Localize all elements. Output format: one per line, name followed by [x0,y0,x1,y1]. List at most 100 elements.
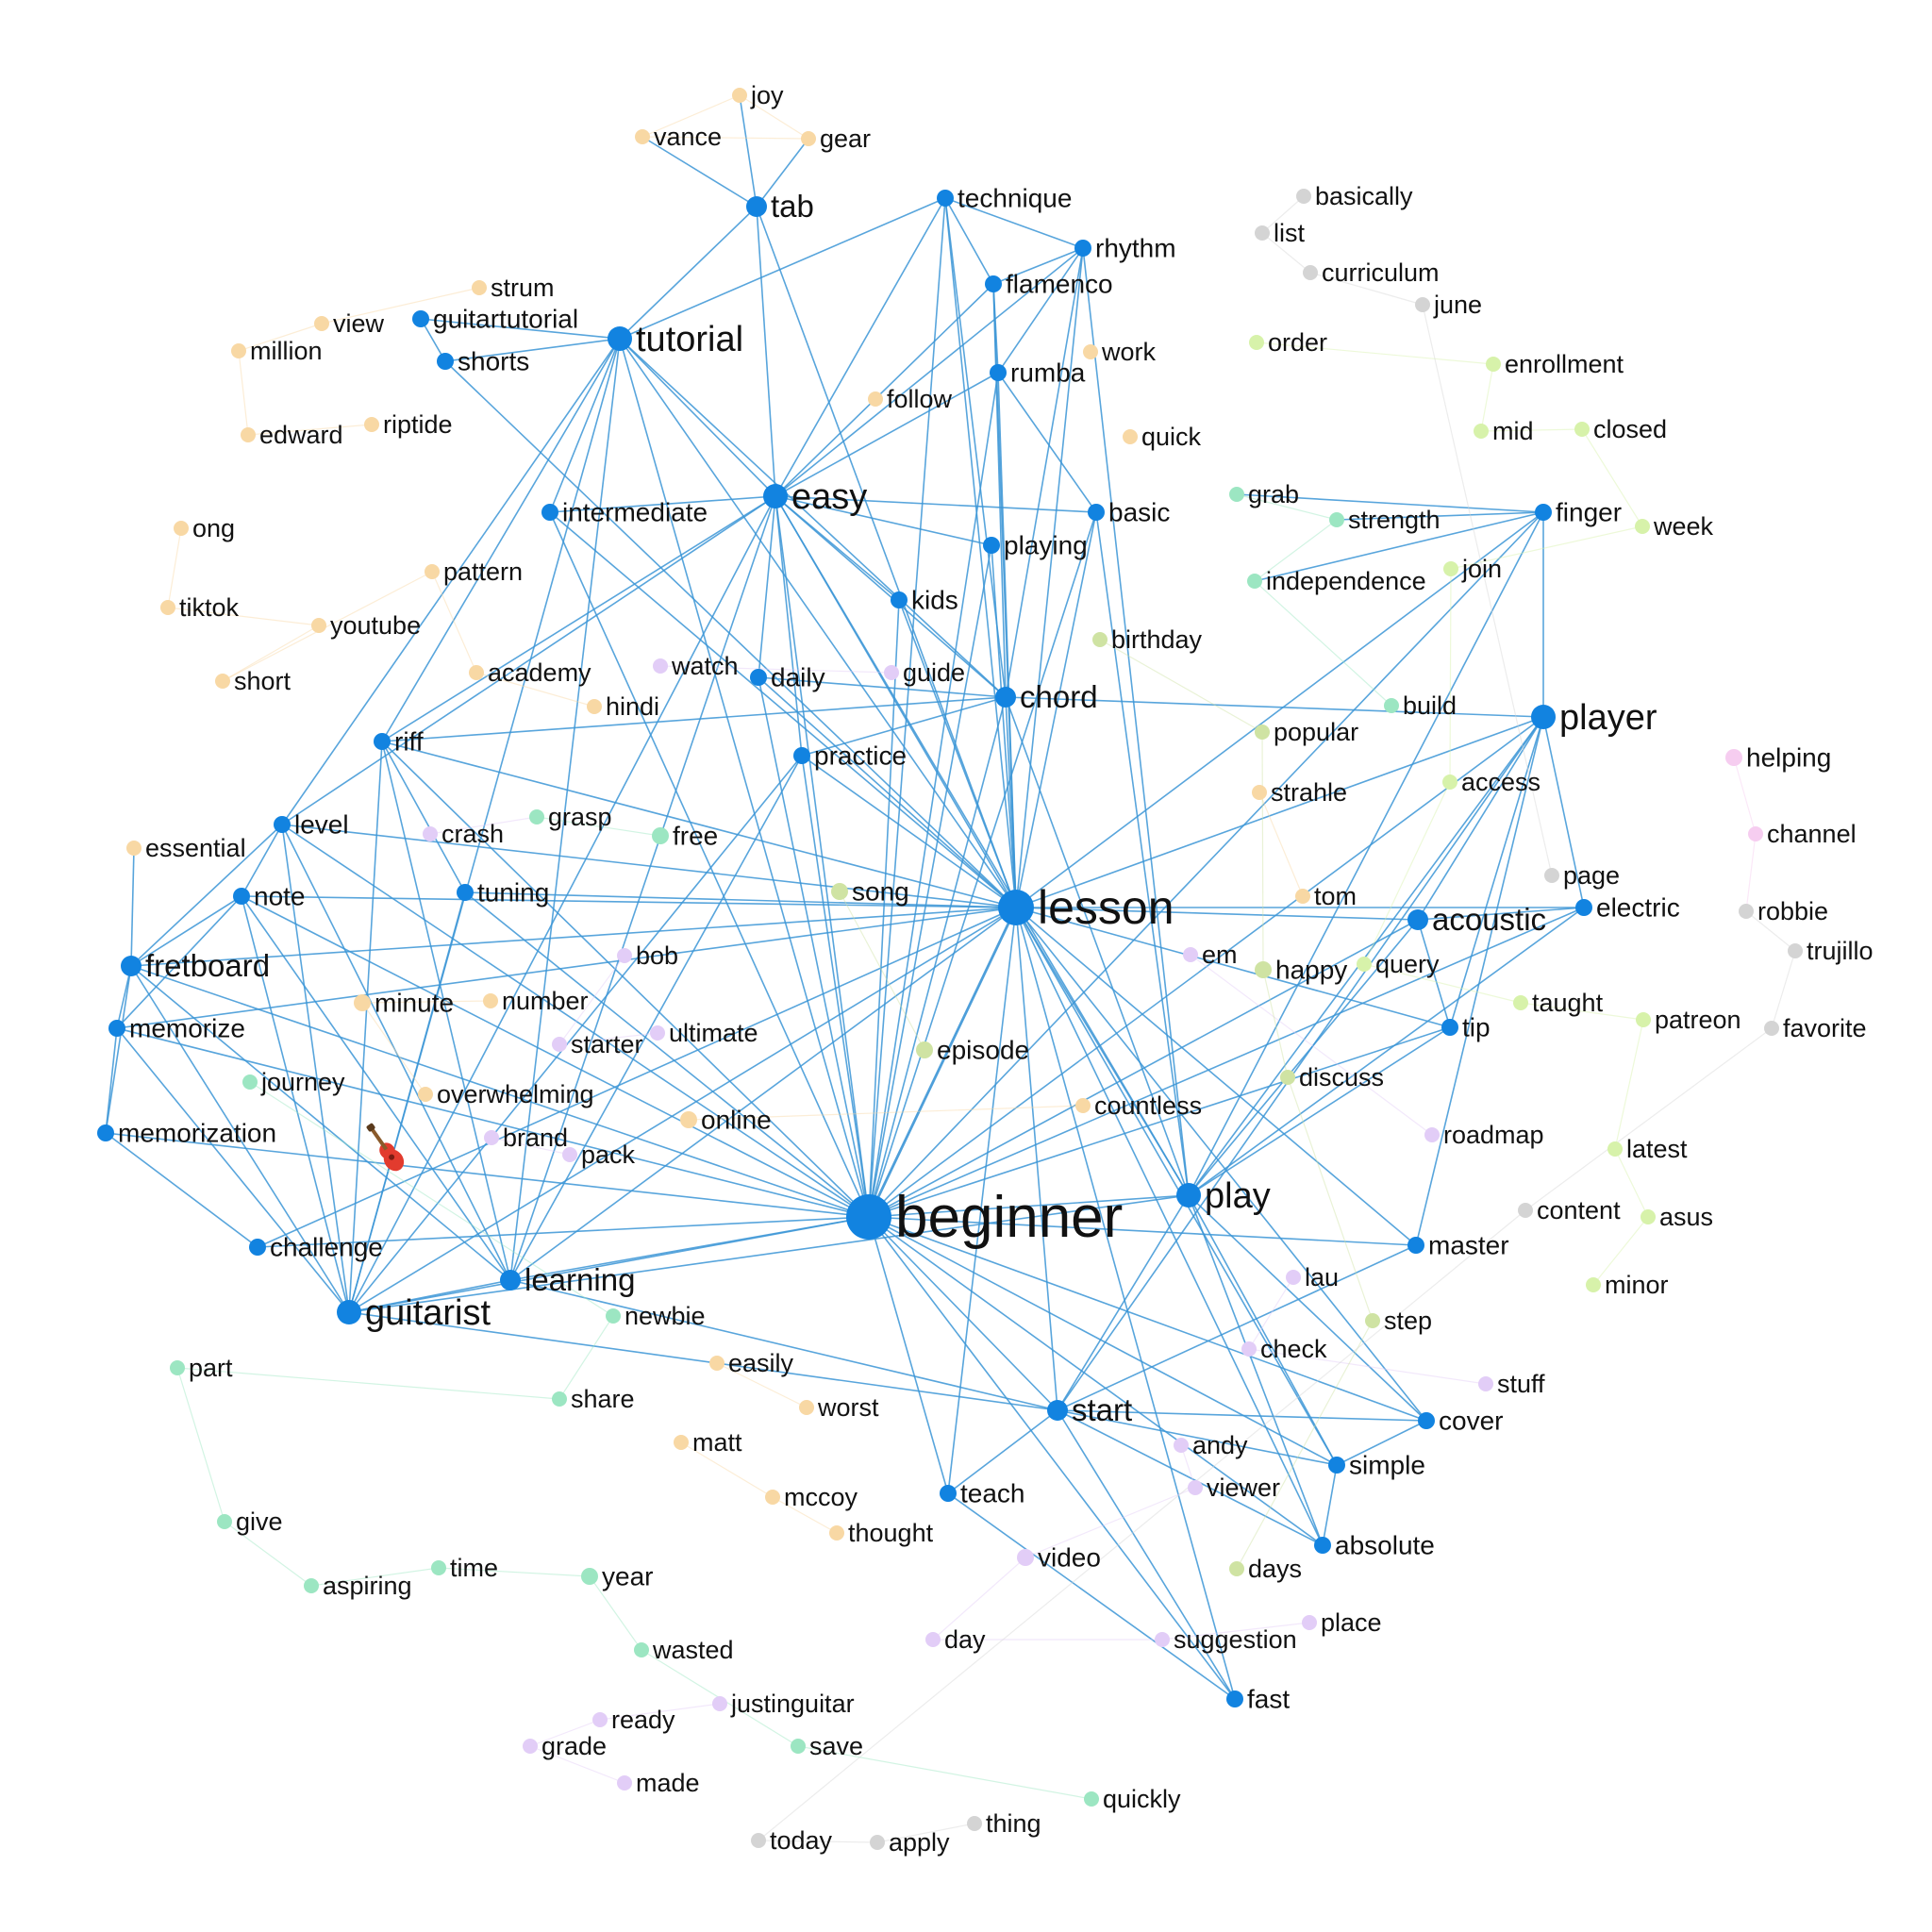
edge-robbie-trujillo [1745,910,1796,952]
edge-play-absolute [1188,1194,1324,1546]
node-memorize [108,1020,125,1037]
node-free [652,827,669,844]
edge-content-today [758,1209,1526,1841]
edge-beginner-daily [758,676,870,1218]
node-label-made: made [636,1769,700,1797]
node-label-free: free [673,822,718,851]
node-practice [793,747,810,764]
edge-today-apply [758,1840,878,1843]
node-roadmap [1424,1127,1440,1142]
edge-lesson-learning [509,907,1017,1281]
node-label-strahle: strahle [1271,778,1347,807]
edge-beginner-play [868,1194,1190,1218]
node-label-pattern: pattern [443,558,523,586]
node-label-list: list [1274,219,1305,247]
node-kids [891,591,908,608]
edge-beginner-fretboard [130,965,870,1218]
edge-part-give [176,1367,225,1523]
node-query [1357,957,1372,972]
edge-player-acoustic [1417,716,1544,921]
node-label-easily: easily [728,1349,794,1377]
edge-query-taught [1363,963,1522,1004]
edge-lesson-master [1015,907,1417,1246]
edge-strum-view [321,287,480,325]
edge-number-minute [361,1000,491,1004]
edge-channel-robbie [1745,833,1757,912]
node-label-patreon: patreon [1655,1006,1741,1034]
node-label-electric: electric [1596,893,1680,923]
edge-start-simple [1057,1409,1338,1466]
node-tab [746,196,767,217]
edge-newbie-share [558,1315,614,1400]
edge-beginner-playing [868,544,992,1218]
node-label-day: day [944,1625,986,1654]
node-label-step: step [1384,1307,1432,1335]
edge-rumba-basic [997,372,1097,513]
edge-guitarist-practice [348,755,803,1313]
node-label-easy: easy [791,477,867,517]
node-fretboard [121,956,142,976]
edge-mid-closed [1480,428,1583,432]
edge-step-days [1236,1320,1374,1570]
node-label-taught: taught [1532,989,1604,1017]
node-suggestion [1155,1632,1170,1647]
edge-discuss-step [1287,1076,1374,1322]
node-hindi [587,699,602,714]
edge-start-master [1057,1244,1417,1411]
node-label-stuff: stuff [1497,1370,1545,1398]
node-part [170,1360,185,1375]
node-label-guitarist: guitarist [365,1293,491,1333]
edge-grade-made [529,1745,625,1784]
node-minor [1586,1277,1601,1292]
node-label-acoustic: acoustic [1432,902,1546,937]
edge-beginner-electric [868,907,1585,1218]
edge-grasp-free [536,816,661,837]
node-thing [967,1816,982,1831]
node-andy [1174,1438,1189,1453]
node-label-start: start [1072,1392,1132,1427]
edge-lesson-riff [381,741,1017,908]
node-grasp [529,809,544,824]
node-label-latest: latest [1626,1135,1688,1163]
node-grade [523,1739,538,1754]
node-label-tom: tom [1314,882,1357,910]
label-layer: beginnerlessonplayeasytutorialguitaristp… [118,81,1874,1857]
node-cover [1418,1412,1435,1429]
node-label-quickly: quickly [1103,1785,1181,1813]
node-label-enrollment: enrollment [1505,350,1624,378]
node-worst [799,1400,814,1415]
node-em [1183,947,1198,962]
edge-play-chord [1005,696,1190,1196]
edge-lesson-tuning [464,891,1017,908]
edge-enrollment-mid [1480,363,1494,432]
edge-chord-riff [381,696,1007,742]
edge-lesson-tutorial [619,338,1017,908]
edge-guitarist-fretboard [130,965,350,1313]
node-label-practice: practice [814,741,907,771]
edge-easy-intermediate [549,495,776,513]
edge-apply-thing [876,1823,975,1843]
node-robbie [1739,904,1754,919]
edge-beginner-teach [868,1216,949,1494]
node-justinguitar [712,1696,727,1711]
node-made [617,1775,632,1790]
edge-easy-guitarist [348,495,776,1313]
edge-play-finger [1188,511,1544,1196]
node-mccoy [765,1490,780,1505]
edge-rhythm-rumba [997,247,1084,374]
node-check [1241,1341,1257,1357]
node-lau [1286,1270,1301,1285]
node-million [231,343,246,358]
node-episode [916,1041,933,1058]
node-rumba [990,364,1007,381]
node-label-level: level [294,810,349,840]
edge-lesson-challenge [257,907,1017,1248]
edge-easy-learning [509,495,776,1281]
edge-technique-rhythm [944,197,1084,249]
edge-layer [105,94,1796,1843]
node-label-guide: guide [903,658,965,687]
edge-player-electric [1542,716,1585,908]
node-label-hindi: hindi [606,692,659,721]
edge-chord-practice [801,696,1007,757]
node-label-june: june [1433,291,1482,319]
